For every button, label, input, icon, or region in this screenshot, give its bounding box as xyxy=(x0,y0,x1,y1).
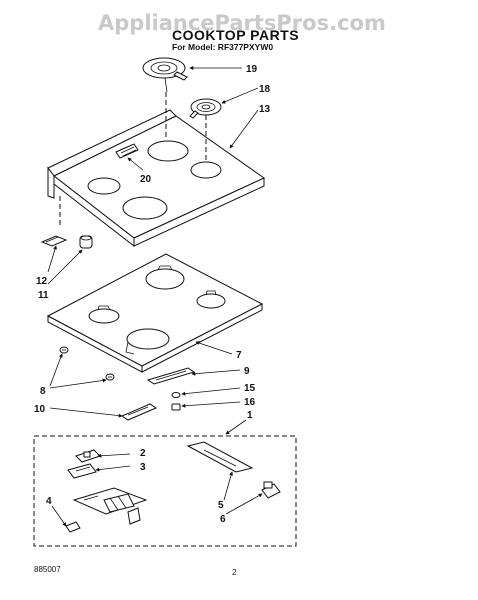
washer xyxy=(171,392,181,398)
knob-insert xyxy=(65,521,81,533)
terminal-block xyxy=(75,449,101,463)
nut xyxy=(171,403,181,411)
callout-20: 20 xyxy=(140,174,152,185)
wire-connector xyxy=(261,481,281,499)
callout-11: 11 xyxy=(38,290,49,301)
callout-7: 7 xyxy=(236,350,242,361)
infinite-switch xyxy=(72,487,148,525)
control-panel-insert xyxy=(115,143,139,159)
spacer-block xyxy=(79,235,93,249)
cooktop-part xyxy=(47,109,265,248)
screw-lower xyxy=(105,373,115,381)
callout-6: 6 xyxy=(220,514,226,525)
burner-box-part xyxy=(46,253,264,373)
callout-15: 15 xyxy=(244,383,256,394)
callout-18: 18 xyxy=(259,84,271,95)
mounting-bracket-10 xyxy=(120,403,158,421)
callout-8: 8 xyxy=(40,386,46,397)
callout-3: 3 xyxy=(140,462,146,473)
callout-9: 9 xyxy=(244,366,250,377)
surface-element-large xyxy=(142,57,188,93)
callout-19: 19 xyxy=(246,64,258,75)
callout-16: 16 xyxy=(244,397,256,408)
mounting-bracket-9 xyxy=(146,367,196,385)
document-number: 885007 xyxy=(34,565,61,574)
page-number: 2 xyxy=(232,568,237,577)
model-subtitle: For Model: RF377PXYW0 xyxy=(172,42,273,52)
wire-bracket xyxy=(186,441,254,473)
terminal-plate xyxy=(67,463,97,479)
watermark: AppliancePartsPros.com xyxy=(98,11,386,35)
callout-2: 2 xyxy=(140,448,146,459)
component-kit-box xyxy=(33,435,297,547)
callout-10: 10 xyxy=(34,404,46,415)
callout-1: 1 xyxy=(247,410,253,421)
screw-upper xyxy=(59,346,69,354)
callout-4: 4 xyxy=(46,496,52,507)
callout-13: 13 xyxy=(259,104,271,115)
side-clip xyxy=(40,235,68,247)
page-title: COOKTOP PARTS xyxy=(172,27,299,43)
callout-5: 5 xyxy=(218,500,224,511)
callout-12: 12 xyxy=(36,276,48,287)
